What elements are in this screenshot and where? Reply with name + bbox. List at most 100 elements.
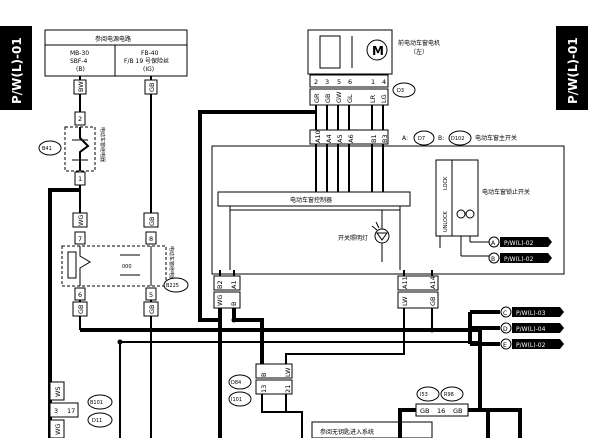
left-sidebar-label: P/W(L)-01 [10, 37, 24, 104]
b101-label: B101 [90, 400, 103, 406]
ctrl-pin-a11: A11 [401, 276, 409, 289]
ref-b-letter: B [491, 256, 495, 263]
wire-wg: WG [77, 215, 85, 226]
ref-link-e: E P/W(L)-02 [500, 338, 564, 350]
ctrl-pin-b2: B2 [216, 280, 224, 289]
keyless-label: 参阅无钥匙进入系统 [320, 428, 374, 436]
ref-a-page: P/W(L)-02 [504, 240, 534, 247]
lock-label: LOCK [443, 176, 449, 190]
bus-lines [80, 310, 500, 438]
motor-pin-6: 4 [382, 78, 386, 86]
ctrl-wire-gb: GB [429, 297, 437, 307]
bottom-left-connectors: WS 3 17 WG B101 D11 [49, 381, 113, 438]
switch-pin-3: A5 [336, 134, 344, 143]
ref-circuit-box: 参阅电源电路 MB-30 SBF-4 (B) FB-40 F/B 19 号保险丝… [44, 29, 188, 77]
b225-relay-label: 电动车窗继电器 [168, 246, 175, 281]
switch-pin-4: A6 [347, 134, 355, 143]
wire-gb2: GB [77, 305, 85, 315]
b101-pin-17: 17 [67, 407, 75, 415]
relay-b41: 2 1 B41 电动车窗继电器 [38, 111, 106, 186]
wire-gb: GB [148, 83, 156, 93]
i101-label: I101 [231, 397, 242, 403]
ref-b-page: P/W(L)-02 [504, 256, 534, 263]
wire-gb4: GB [148, 305, 156, 315]
i53-r98-connector: I53 R98 GB 16 GB [398, 330, 522, 438]
ref-d-letter: D [503, 326, 508, 333]
ref-right-fuse: FB-40 [141, 50, 159, 57]
lock-switch: LOCK UNLOCK 电动车窗锁止开关 [435, 159, 530, 256]
switch-pin-2: A4 [325, 134, 333, 143]
keyless-box: 参阅无钥匙进入系统 [311, 421, 433, 438]
b225-label: B225 [166, 283, 179, 289]
right-sidebar-label: P/W(L)-01 [566, 37, 580, 104]
d102-label: D102 [451, 136, 464, 142]
b41-pin-bot: 1 [78, 175, 82, 183]
ref-link-b: B P/W(L)-02 [461, 252, 552, 264]
lock-switch-label: 电动车窗锁止开关 [482, 188, 530, 196]
b225-pin-5: 5 [149, 291, 153, 299]
d84-connector: B LW 13 21 D84 I101 [228, 363, 303, 438]
b225-upper-connectors: WG GB 7 8 [72, 212, 159, 245]
wire-ws: WS [54, 386, 62, 397]
r98-wire-gb: GB [453, 407, 463, 415]
b225-coil: 000 [122, 264, 132, 270]
lamp-label: 开关照明灯 [338, 234, 368, 242]
d84-wire-b: B [260, 373, 268, 377]
wire-gb3: GB [148, 217, 156, 227]
motor-wire-3: GW [335, 91, 343, 103]
controller: 电动车窗控制器 开关照明灯 [217, 191, 411, 270]
motor-wire-5: LR [369, 94, 377, 103]
d11-label: D11 [92, 418, 102, 424]
r98-label: R98 [444, 392, 454, 398]
ref-c-page: P/W(L)-03 [516, 310, 546, 317]
motor-wire-1: GR [313, 93, 321, 103]
d3-label: D3 [397, 88, 404, 94]
controller-pins: B2 A1 WG B A11 A14 LW GB [213, 270, 439, 309]
switch-pin-6: B3 [381, 134, 389, 143]
b225-pin-6: 6 [78, 291, 82, 299]
switch-pin-1: A10 [314, 130, 322, 143]
wire-bw: BW [77, 81, 85, 92]
motor-pin-5: 1 [371, 78, 375, 86]
relay-b225: 000 电动车窗继电器 B225 6 5 [61, 245, 189, 301]
motor-pin-1: 2 [314, 78, 318, 86]
ref-e-letter: E [503, 342, 507, 349]
switch-pin-5: B1 [370, 134, 378, 143]
ref-e-page: P/W(L)-02 [516, 342, 546, 349]
controller-label: 电动车窗控制器 [290, 196, 332, 204]
i53-label: I53 [420, 392, 428, 398]
motor: M 前电动车窗电机 （左） [307, 29, 440, 75]
i53-wire-gb: GB [420, 407, 430, 415]
ref-right-fuse2: F/B 19 号保险丝 [124, 57, 169, 65]
ref-left-fuse3: (B) [76, 66, 85, 73]
motor-switch-wires [198, 105, 384, 322]
d84-label: D84 [231, 380, 241, 386]
conn-b-label: B: [438, 135, 444, 142]
unlock-label: UNLOCK [443, 211, 449, 232]
b225-pin-7: 7 [78, 235, 82, 243]
ctrl-pin-a1: A1 [230, 280, 238, 289]
b41-relay-label: 电动车窗继电器 [99, 127, 106, 162]
ctrl-pin-a14: A14 [429, 276, 437, 289]
switch-pins: A10 A4 A5 A6 B1 B3 A: D7 B: D102 电动车窗主开关 [309, 129, 517, 146]
ref-link-c: C P/W(L)-03 [500, 306, 564, 318]
motor-m-icon: M [372, 44, 384, 58]
controller-wires [218, 308, 435, 438]
ref-a-letter: A [491, 240, 496, 247]
motor-pins: 2 3 5 6 1 4 GR GB GW GL LR LG D3 [309, 74, 416, 106]
i53-pin-16: 16 [437, 407, 445, 415]
b101-pin-3: 3 [54, 407, 58, 415]
ref-left-fuse: MB-30 [70, 50, 89, 57]
d84-pin-21: 21 [284, 385, 292, 393]
motor-wire-2: GB [324, 94, 332, 104]
ref-circuit-title: 参阅电源电路 [95, 35, 131, 43]
ref-right-fuse3: (IG) [143, 66, 154, 73]
motor-side-label: （左） [410, 48, 428, 56]
motor-pin-4: 6 [348, 78, 352, 86]
ref-c-letter: C [503, 310, 507, 317]
ref-link-d: D P/W(L)-04 [500, 322, 564, 334]
ref-link-a: A P/W(L)-02 [470, 236, 552, 248]
motor-wire-6: LG [380, 94, 388, 103]
ctrl-wire-wg: WG [216, 295, 224, 306]
